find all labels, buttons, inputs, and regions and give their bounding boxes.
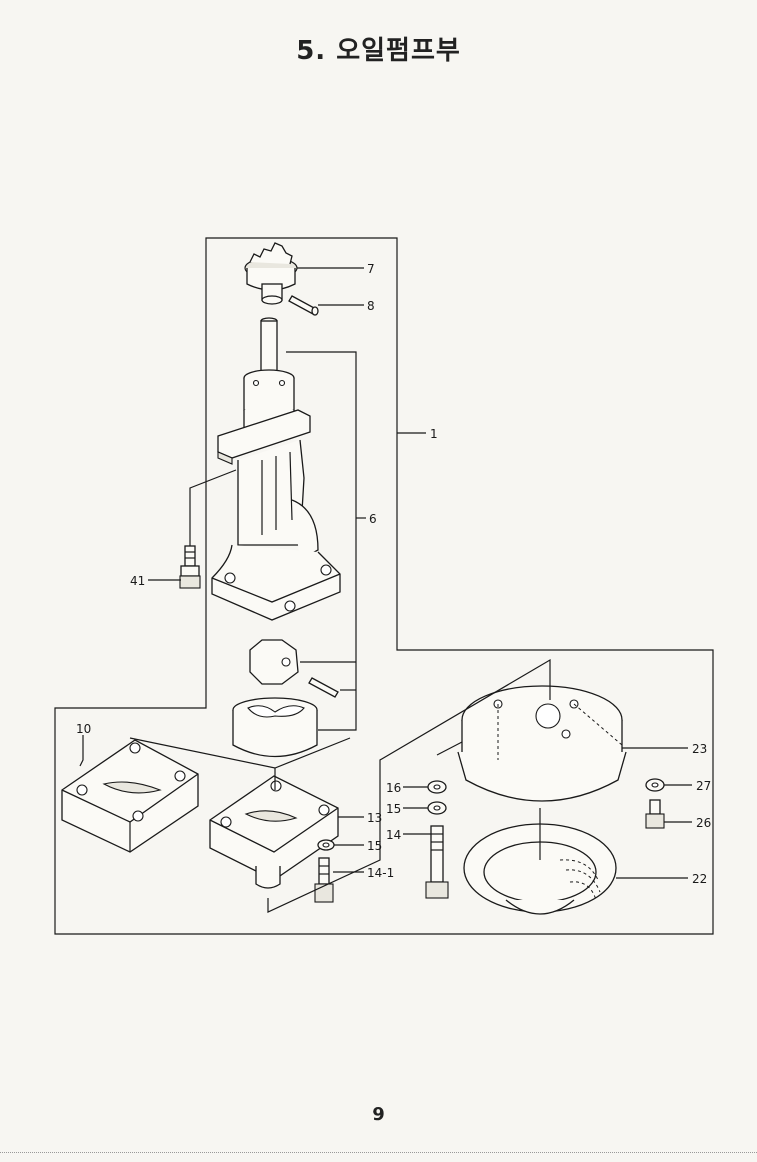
inner-rotor-part [249, 639, 299, 685]
rotor-pin-part [308, 677, 339, 698]
callout-26: 26 [696, 816, 711, 830]
callout-10: 10 [76, 722, 91, 736]
callout-14-1: 14-1 [367, 866, 394, 880]
pump-shaft-body [211, 317, 341, 621]
page-title: 5. 오일펌프부 [296, 36, 461, 66]
bottom-rule [0, 1152, 757, 1154]
callout-15-upper: 15 [386, 802, 401, 816]
gear-part [244, 242, 298, 305]
callout-13: 13 [367, 811, 382, 825]
callout-7: 7 [367, 262, 375, 276]
callout-41: 41 [130, 574, 145, 588]
callout-14: 14 [386, 828, 401, 842]
callout-8: 8 [367, 299, 375, 313]
screw-41-part [179, 545, 201, 589]
strainer-cover-23-part [457, 685, 627, 802]
callout-6: 6 [369, 512, 377, 526]
screw-26-part [645, 799, 665, 829]
washer-16-part [427, 780, 447, 794]
page-number: 9 [372, 1104, 385, 1125]
callout-16: 16 [386, 781, 401, 795]
callout-23: 23 [692, 742, 707, 756]
assembly-boundary [54, 237, 714, 935]
cover-10-part [61, 739, 199, 853]
callout-1: 1 [430, 427, 438, 441]
strainer-screen-22-part [463, 823, 617, 915]
guide-line [436, 741, 463, 756]
washer-15-upper-part [427, 801, 447, 815]
bolt-14-part [425, 825, 449, 899]
callout-27: 27 [696, 779, 711, 793]
housing-13-part [209, 775, 339, 889]
callout-15-lower: 15 [367, 839, 382, 853]
washer-27-part [645, 778, 665, 792]
guide-line [573, 703, 623, 746]
outer-rotor-part [232, 697, 318, 758]
bolt-14-1-part [314, 857, 334, 903]
guide-line [267, 658, 551, 913]
washer-15-lower-part [317, 839, 335, 851]
pin-part [288, 295, 319, 316]
callout-22: 22 [692, 872, 707, 886]
